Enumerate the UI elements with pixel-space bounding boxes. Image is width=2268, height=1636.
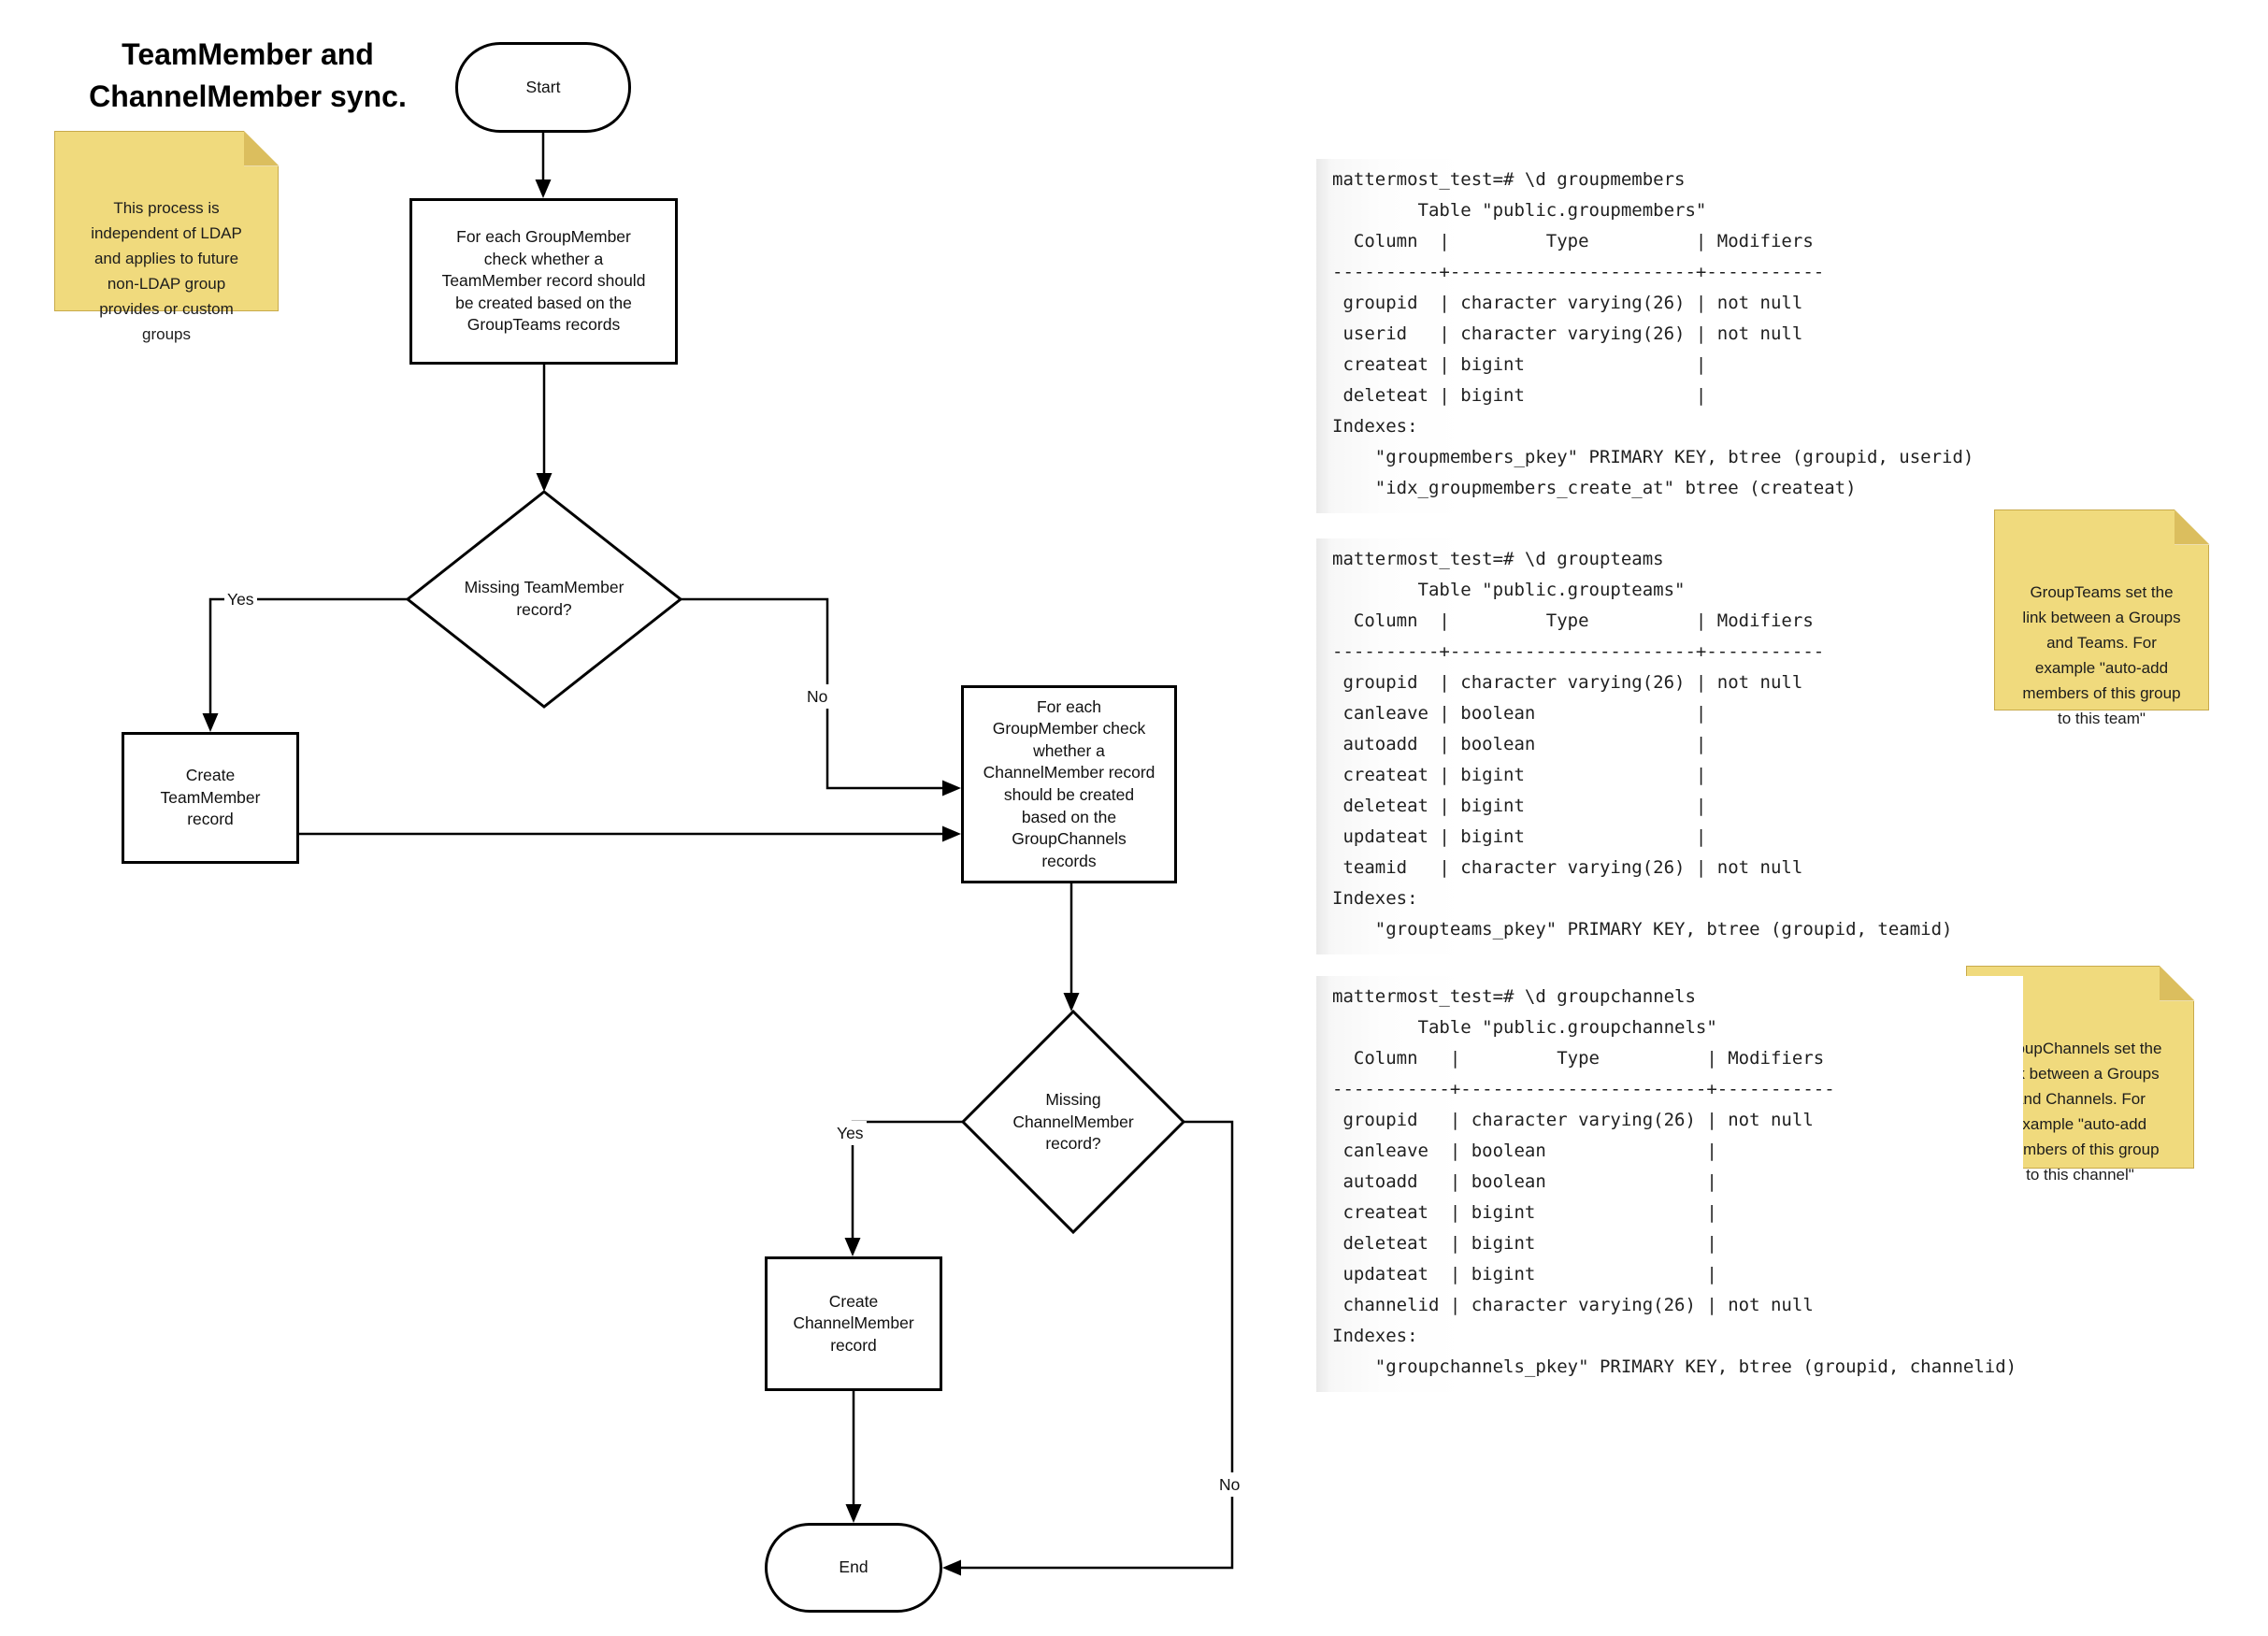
note-groupteams-text: GroupTeams set the link between a Groups… bbox=[2022, 583, 2181, 727]
terminal-groupmembers-text: mattermost_test=# \d groupmembers Table … bbox=[1332, 169, 1974, 498]
edge-label-no-2: No bbox=[1216, 1472, 1243, 1497]
process-check-channelmember-label: For each GroupMember check whether a Cha… bbox=[983, 696, 1156, 870]
arrowhead bbox=[844, 1238, 861, 1256]
end-label: End bbox=[839, 1557, 868, 1577]
note-fold-icon bbox=[2174, 509, 2210, 545]
process-create-channelmember-label: Create ChannelMember record bbox=[793, 1291, 914, 1355]
note-ldap-text: This process is independent of LDAP and … bbox=[91, 199, 242, 343]
terminal-groupchannels: mattermost_test=# \d groupchannels Table… bbox=[1316, 976, 2023, 1392]
edge-decision2-no bbox=[959, 1120, 1234, 1570]
terminal-groupteams: mattermost_test=# \d groupteams Table "p… bbox=[1316, 538, 1980, 954]
edge-decision2-yes bbox=[851, 1120, 963, 1240]
decision-missing-channelmember-shape bbox=[960, 1009, 1186, 1235]
arrowhead bbox=[942, 780, 961, 796]
process-check-teammember-label: For each GroupMember check whether a Tea… bbox=[441, 226, 646, 335]
terminal-groupteams-text: mattermost_test=# \d groupteams Table "p… bbox=[1332, 549, 1953, 940]
note-fold-icon bbox=[243, 130, 280, 166]
start-label: Start bbox=[525, 77, 561, 96]
process-check-teammember: For each GroupMember check whether a Tea… bbox=[409, 198, 678, 365]
process-create-channelmember: Create ChannelMember record bbox=[765, 1256, 942, 1391]
process-create-teammember-label: Create TeamMember record bbox=[160, 766, 261, 829]
note-fold-icon bbox=[2159, 965, 2195, 1001]
edge-label-yes-2: Yes bbox=[834, 1121, 867, 1145]
arrowhead bbox=[1063, 993, 1080, 1012]
diagram-title: TeamMember and ChannelMember sync. bbox=[89, 37, 407, 113]
note-ldap: This process is independent of LDAP and … bbox=[54, 130, 280, 343]
arrowhead bbox=[202, 713, 219, 732]
arrowhead bbox=[942, 1559, 961, 1576]
edge-label-yes-1: Yes bbox=[224, 587, 257, 611]
arrowhead bbox=[535, 179, 552, 198]
note-groupteams: GroupTeams set the link between a Groups… bbox=[1994, 509, 2210, 727]
edge-decision1-yes bbox=[208, 597, 408, 715]
terminal-groupmembers: mattermost_test=# \d groupmembers Table … bbox=[1316, 159, 1980, 513]
end-terminator: End bbox=[765, 1523, 942, 1613]
terminal-groupchannels-text: mattermost_test=# \d groupchannels Table… bbox=[1332, 986, 2017, 1377]
process-create-teammember: Create TeamMember record bbox=[122, 732, 299, 864]
arrowhead bbox=[845, 1504, 862, 1523]
process-check-channelmember: For each GroupMember check whether a Cha… bbox=[961, 685, 1177, 883]
start-terminator: Start bbox=[455, 42, 631, 133]
note-groupchannels-text: GroupChannels set the link between a Gro… bbox=[1998, 1040, 2162, 1184]
decision-missing-teammember-shape bbox=[405, 490, 683, 709]
arrowhead bbox=[942, 825, 961, 842]
edge-label-no-1: No bbox=[804, 684, 831, 709]
arrowhead bbox=[536, 473, 553, 492]
